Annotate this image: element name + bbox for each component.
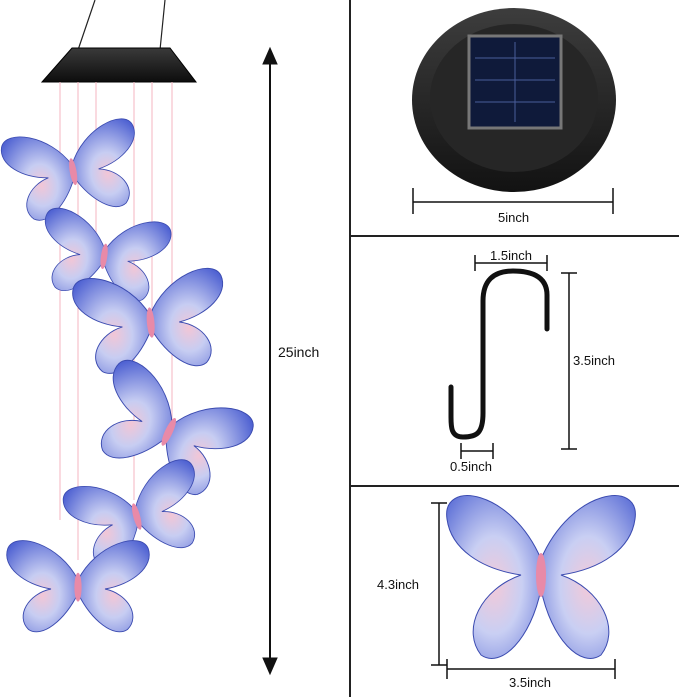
hook-width-label: 1.5inch: [490, 248, 532, 263]
horizontal-divider-top: [350, 235, 679, 237]
hanging-rope-right: [159, 0, 166, 51]
butterfly-3: [70, 266, 231, 377]
butterfly-1: [0, 116, 148, 226]
length-dimension-arrow: [262, 46, 278, 676]
hanging-rope-left: [77, 0, 96, 51]
solar-cap: [40, 47, 198, 83]
hook-height-label: 3.5inch: [573, 353, 615, 368]
hook-illustration: [448, 255, 577, 459]
butterfly-height-label: 4.3inch: [377, 577, 419, 592]
diameter-dimension-line: [412, 188, 614, 214]
overall-length-label: 25inch: [278, 344, 320, 360]
hook-height-dimension: [561, 272, 577, 450]
s-hook: [448, 268, 550, 440]
butterfly-size-illustration: [431, 495, 636, 679]
butterfly-size-panel: 4.3inch 3.5inch: [351, 487, 679, 697]
butterfly-width-label: 3.5inch: [509, 675, 551, 690]
butterfly-large: [446, 495, 636, 659]
butterfly-height-dimension: [431, 502, 447, 666]
solar-diameter-label: 5inch: [498, 210, 530, 225]
horizontal-divider-bottom: [350, 485, 679, 487]
solar-panel-illustration: [412, 8, 616, 214]
hook-width-dimension: [474, 255, 548, 271]
wind-chime-illustration: [0, 0, 278, 676]
wind-chime-panel: 25inch: [0, 0, 320, 676]
vertical-divider: [349, 0, 351, 697]
hook-opening-label: 0.5inch: [450, 459, 492, 474]
hook-opening-dimension: [460, 443, 494, 459]
solar-panel-panel: 5inch: [351, 0, 679, 235]
hook-panel: 1.5inch 3.5inch 0.5inch: [351, 237, 679, 485]
butterfly-width-dimension: [446, 659, 616, 679]
